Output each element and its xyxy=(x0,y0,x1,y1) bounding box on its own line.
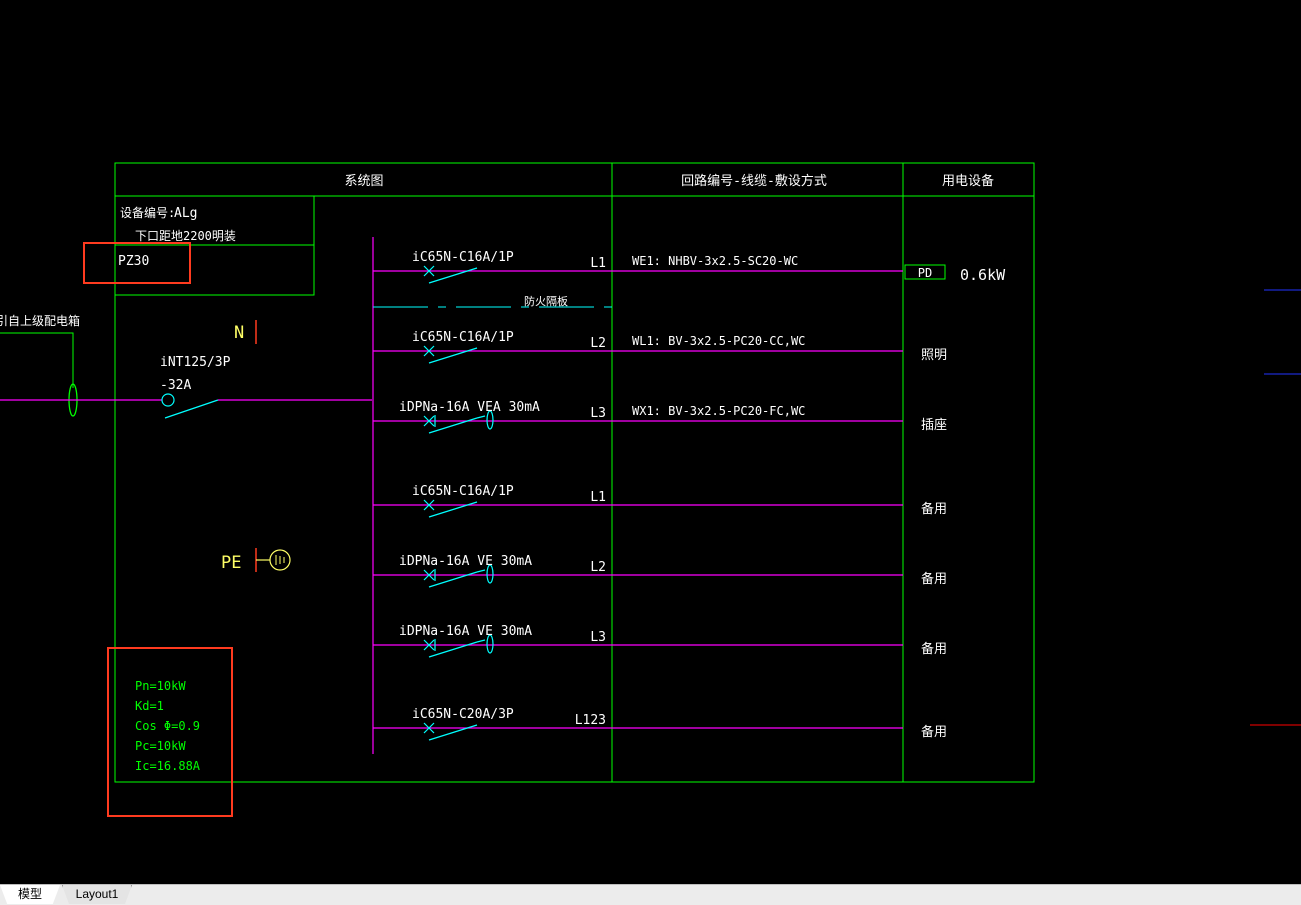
branch-cable-label: WX1: BV-3x2.5-PC20-FC,WC xyxy=(632,404,805,418)
pd-tag-box xyxy=(904,264,946,280)
earth-terminal-icon xyxy=(255,548,291,572)
load-calc-line: Kd=1 xyxy=(135,699,164,713)
branch-load-label: 备用 xyxy=(921,724,947,740)
breaker-blade xyxy=(428,347,478,364)
branch-breaker-label: iC65N-C16A/1P xyxy=(412,330,514,345)
branch-phase-label: L2 xyxy=(590,336,606,351)
table-frame xyxy=(114,162,1035,783)
source-label: 引自上级配电箱 xyxy=(0,313,80,328)
header-system: 系统图 xyxy=(344,174,383,189)
breaker-cross-icon xyxy=(423,265,435,277)
load-calc-line: Pc=10kW xyxy=(135,739,186,753)
load-calc-line: Cos Φ=0.9 xyxy=(135,719,200,733)
branch-row: iC65N-C16A/1P L1 备用 xyxy=(373,484,947,518)
breaker-cross-icon xyxy=(423,345,435,357)
branch-row: iDPNa-16A VE 30mA L3 备用 xyxy=(373,624,947,658)
rcd-sensor-icon xyxy=(486,410,494,430)
branch-circuits: iC65N-C16A/1P L1 WE1: NHBV-3x2.5-SC20-WC 0.… xyxy=(373,250,1006,741)
fire-partition-label: 防火隔板 xyxy=(524,294,568,308)
branch-phase-label: L3 xyxy=(590,630,606,645)
main-breaker-contact-icon xyxy=(161,393,175,407)
panel-id-value: ALg xyxy=(174,206,197,221)
branch-breaker-label: iDPNa-16A VE 30mA xyxy=(399,624,532,639)
branch-breaker-label: iC65N-C16A/1P xyxy=(412,484,514,499)
breaker-cross-icon xyxy=(423,499,435,511)
breaker-cross-icon xyxy=(423,722,435,734)
branch-row: iDPNa-16A VEA 30mA L3 WX1: BV-3x2.5-PC20-F… xyxy=(373,400,947,434)
branch-phase-label: L1 xyxy=(590,256,606,271)
branch-phase-label: L123 xyxy=(575,713,606,728)
main-breaker-type: iNT125/3P xyxy=(160,355,231,370)
branch-cable-label: WL1: BV-3x2.5-PC20-CC,WC xyxy=(632,334,805,348)
branch-breaker-label: iC65N-C20A/3P xyxy=(412,707,514,722)
panel-id-label: 设备编号: xyxy=(120,205,175,220)
highlight-model-box xyxy=(83,242,191,284)
branch-row: iC65N-C20A/3P L123 备用 xyxy=(373,707,947,741)
branch-row: iC65N-C16A/1P L2 WL1: BV-3x2.5-PC20-CC,WC 照… xyxy=(373,330,947,364)
branch-breaker-label: iDPNa-16A VE 30mA xyxy=(399,554,532,569)
load-calc-line: Ic=16.88A xyxy=(135,759,201,773)
pd-tag-label: PD xyxy=(918,266,932,280)
branch-load-label: 备用 xyxy=(921,641,947,657)
branch-row: iC65N-C16A/1P L1 WE1: NHBV-3x2.5-SC20-WC 0.… xyxy=(373,250,1006,284)
main-breaker-rating: -32A xyxy=(160,378,191,393)
breaker-blade xyxy=(476,415,486,419)
branch-row: iDPNa-16A VE 30mA L2 备用 xyxy=(373,554,947,588)
branch-cable-label: WE1: NHBV-3x2.5-SC20-WC xyxy=(632,254,798,268)
branch-load-label: 照明 xyxy=(921,348,947,363)
branch-breaker-label: iC65N-C16A/1P xyxy=(412,250,514,265)
drawing-canvas[interactable]: 系统图 回路编号-线缆-敷设方式 用电设备 设备编号: ALg 下口距地2200… xyxy=(0,0,1301,884)
header-equipment: 用电设备 xyxy=(942,173,994,189)
load-calc-line: Pn=10kW xyxy=(135,679,186,693)
branch-phase-label: L2 xyxy=(590,560,606,575)
source-leader xyxy=(0,332,74,388)
highlight-loadcalc-box xyxy=(107,647,233,817)
rcd-sensor-icon xyxy=(486,634,494,654)
breaker-blade xyxy=(428,571,478,588)
breaker-blade xyxy=(476,639,486,643)
header-circuit: 回路编号-线缆-敷设方式 xyxy=(681,173,827,189)
breaker-blade xyxy=(428,417,478,434)
main-breaker-blade xyxy=(164,399,219,419)
layout-tab-bar: 模型 Layout1 xyxy=(0,884,1301,905)
breaker-cross-icon xyxy=(423,415,435,427)
breaker-blade xyxy=(476,569,486,573)
breaker-blade xyxy=(428,267,478,284)
breaker-cross-icon xyxy=(423,569,435,581)
breaker-blade xyxy=(428,501,478,518)
panel-model: PZ30 xyxy=(118,254,149,269)
branch-load-label: 备用 xyxy=(921,571,947,587)
branch-load-label: 备用 xyxy=(921,501,947,517)
tab-layout1[interactable]: Layout1 xyxy=(62,885,132,904)
earth-label: PE xyxy=(221,553,241,573)
tab-model[interactable]: 模型 xyxy=(0,885,60,904)
breaker-cross-icon xyxy=(423,639,435,651)
breaker-blade xyxy=(428,724,478,741)
branch-phase-label: L1 xyxy=(590,490,606,505)
branch-phase-label: L3 xyxy=(590,406,606,421)
breaker-blade xyxy=(428,641,478,658)
branch-breaker-label: iDPNa-16A VEA 30mA xyxy=(399,400,540,415)
branch-load-label: 插座 xyxy=(921,418,947,433)
rcd-sensor-icon xyxy=(486,564,494,584)
branch-load-label: 0.6kW xyxy=(960,266,1006,284)
panel-mount: 下口距地2200明装 xyxy=(135,229,236,243)
neutral-label: N xyxy=(234,323,244,343)
